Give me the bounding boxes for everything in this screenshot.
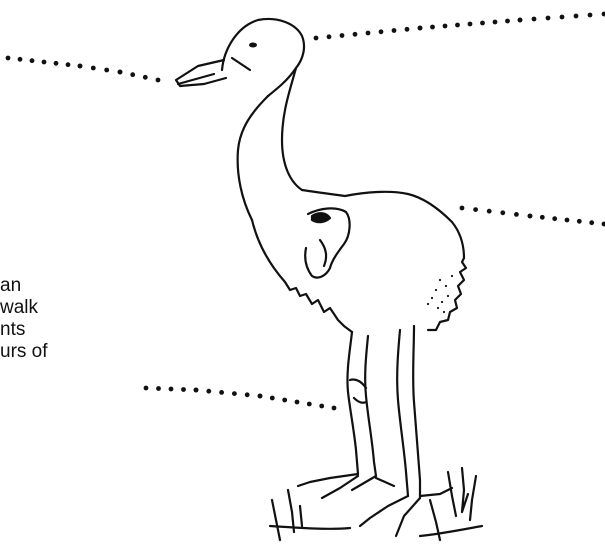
leader-dot (455, 23, 460, 28)
leader-dot (574, 14, 579, 19)
caption-line-4: urs of (0, 341, 48, 363)
chick-wing-inner (320, 240, 326, 266)
leader-dot (602, 222, 605, 227)
leader-dot (353, 32, 358, 37)
chick-neck-front (238, 96, 268, 220)
caption-line-1: an (0, 275, 21, 297)
leader-dot (473, 207, 478, 212)
leader-dot (340, 33, 345, 38)
grass-ground (270, 526, 482, 536)
leader-dot (30, 58, 35, 63)
leader-dot (104, 68, 109, 73)
leader-dot (232, 391, 237, 396)
caption-line-3: nts (0, 319, 25, 341)
chick-neck-back (282, 68, 302, 190)
leader-dot (405, 27, 410, 32)
leader-dot (258, 394, 263, 399)
leader-dot (295, 400, 300, 405)
leader-dot (18, 57, 23, 62)
leader-dot (577, 219, 582, 224)
chick-belly (252, 220, 352, 332)
leader-dot (54, 61, 59, 66)
leader-dot (514, 212, 519, 217)
leader-dot (528, 214, 533, 219)
leader-dot (169, 387, 174, 392)
chick-leg-back (397, 330, 408, 496)
leader-line-legs (144, 386, 337, 411)
leader-dot (589, 220, 594, 225)
leader-dot (270, 396, 275, 401)
leader-dot (493, 20, 498, 25)
leader-dot (480, 21, 485, 26)
chick-leg-front-inner (365, 336, 376, 476)
leader-dot (540, 215, 545, 220)
chick-cheek (232, 58, 250, 70)
chick-rear-shading (427, 275, 453, 313)
leader-dot (468, 22, 473, 27)
leader-dot (319, 404, 324, 409)
crane-chick-illustration (176, 19, 482, 540)
leader-dot (206, 389, 211, 394)
leader-dot (156, 386, 161, 391)
leader-dot (6, 56, 11, 61)
chick-leg-back-inner (413, 326, 420, 498)
chick-knee (350, 379, 366, 402)
leader-dot (418, 26, 423, 31)
leader-dot (392, 28, 397, 33)
leader-dot (546, 16, 551, 21)
leader-dot (560, 15, 565, 20)
leader-dot (366, 31, 371, 36)
leader-dot (314, 36, 319, 41)
leader-dot (143, 75, 148, 80)
leader-dot (602, 12, 605, 17)
leader-dot (78, 64, 83, 69)
leader-dot (460, 206, 465, 211)
leader-dot (42, 60, 47, 65)
leader-dot (505, 19, 510, 24)
grass-left (272, 490, 302, 540)
leader-dot (430, 25, 435, 30)
leader-dot (500, 210, 505, 215)
leader-dot (282, 398, 287, 403)
leader-dot (245, 392, 250, 397)
chick-eye (249, 43, 257, 48)
chick-leg-front (347, 332, 358, 474)
leader-dot (130, 72, 135, 77)
leader-line-head (314, 12, 605, 41)
leader-dot (66, 62, 71, 67)
leader-dot (219, 390, 224, 395)
chick-beak (176, 60, 226, 86)
leader-dot (379, 29, 384, 34)
leader-dot (91, 66, 96, 71)
leader-dot (194, 388, 199, 393)
leader-dot (588, 13, 593, 18)
leader-dot (443, 24, 448, 29)
leader-dot (181, 387, 186, 392)
leader-dot (156, 78, 161, 83)
chick-foot-front (298, 474, 394, 498)
leader-dot (552, 216, 557, 221)
leader-line-down (460, 206, 605, 227)
leader-line-beak (6, 56, 161, 83)
leader-dot (144, 386, 149, 391)
leader-dot (487, 209, 492, 214)
leader-dot (532, 17, 537, 22)
caption-line-2: walk (0, 297, 38, 319)
leader-dot (332, 406, 337, 411)
leader-dot (118, 70, 123, 75)
leader-dot (518, 18, 523, 23)
leader-dot (307, 402, 312, 407)
chick-body-rear (428, 258, 466, 330)
chick-body-back (302, 190, 464, 258)
leader-dot (565, 218, 570, 223)
leader-dot (327, 34, 332, 39)
chick-wing-patch (312, 213, 330, 222)
